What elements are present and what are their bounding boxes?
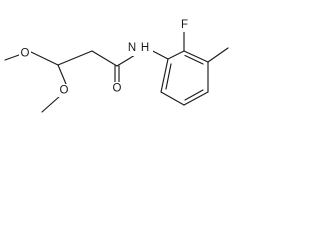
ring-bond-5 <box>160 91 185 106</box>
ring-bond-2-inner <box>184 54 204 65</box>
methoxy-oxygen-top: O <box>21 48 30 60</box>
bond-layer <box>4 31 229 113</box>
bond-carbonyl-c-n <box>116 54 136 67</box>
bond-methyl-top-o <box>4 54 20 61</box>
atom-label-layer: O O O N H F <box>19 18 190 97</box>
bond-top-o-acetal-c <box>30 51 59 66</box>
ring-bond-6 <box>160 58 169 93</box>
fluorine-atom: F <box>181 19 188 31</box>
ring-bond-1 <box>167 50 185 60</box>
bond-bottom-o-methyl <box>41 95 61 113</box>
ring-bond-4-inner <box>184 89 204 101</box>
bond-ring-methyl <box>207 47 229 63</box>
bond-acetal-c-bottom-o <box>57 64 67 85</box>
ring-bond-2 <box>183 50 209 63</box>
ring-bond-6-inner <box>165 63 172 90</box>
amide-nitrogen: N <box>128 42 136 54</box>
bond-ch2-carbonyl-c <box>91 50 118 67</box>
bond-acetal-c-ch2 <box>57 50 93 66</box>
structure-diagram: O O O N H F <box>4 18 229 113</box>
ring-bond-4 <box>183 91 209 106</box>
methoxy-oxygen-bottom: O <box>60 85 69 97</box>
carbonyl-oxygen: O <box>113 83 122 95</box>
amide-hydrogen: H <box>141 42 149 54</box>
